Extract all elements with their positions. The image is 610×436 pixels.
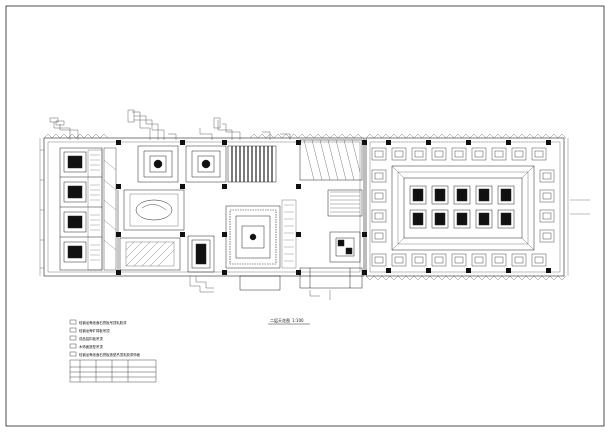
left-rooms — [59, 147, 117, 271]
perimeter-coffers — [371, 147, 555, 267]
legend-block — [69, 319, 157, 383]
legend-item-4: 木饰面造型吊顶 — [79, 345, 103, 349]
sheet-border — [5, 5, 605, 427]
right-dimension — [570, 199, 590, 215]
drawing-title: 二层天花图 — [270, 318, 290, 323]
right-wing — [365, 133, 569, 281]
drawing-scale: 1:100 — [292, 318, 304, 323]
legend-item-1: 轻钢龙骨纸面石膏板吊顶乳胶漆 — [79, 321, 127, 325]
oval-room — [117, 189, 185, 270]
hall-central-coffer — [391, 165, 535, 251]
legend-item-5: 轻钢龙骨纸面石膏板造型吊顶乳胶漆饰面 — [79, 353, 141, 357]
legend-item-2: 轻钢龙骨矿棉板吊顶 — [79, 329, 110, 333]
callout-leaders-bottom — [189, 276, 331, 300]
callout-leaders — [49, 109, 291, 140]
stair-corridor — [239, 139, 363, 291]
upper-coffers — [137, 145, 277, 183]
lower-left-rooms — [119, 235, 215, 273]
structural-columns — [116, 140, 551, 275]
center-feature-room — [225, 199, 297, 269]
legend-item-3: 成品铝扣板吊顶 — [79, 337, 103, 341]
